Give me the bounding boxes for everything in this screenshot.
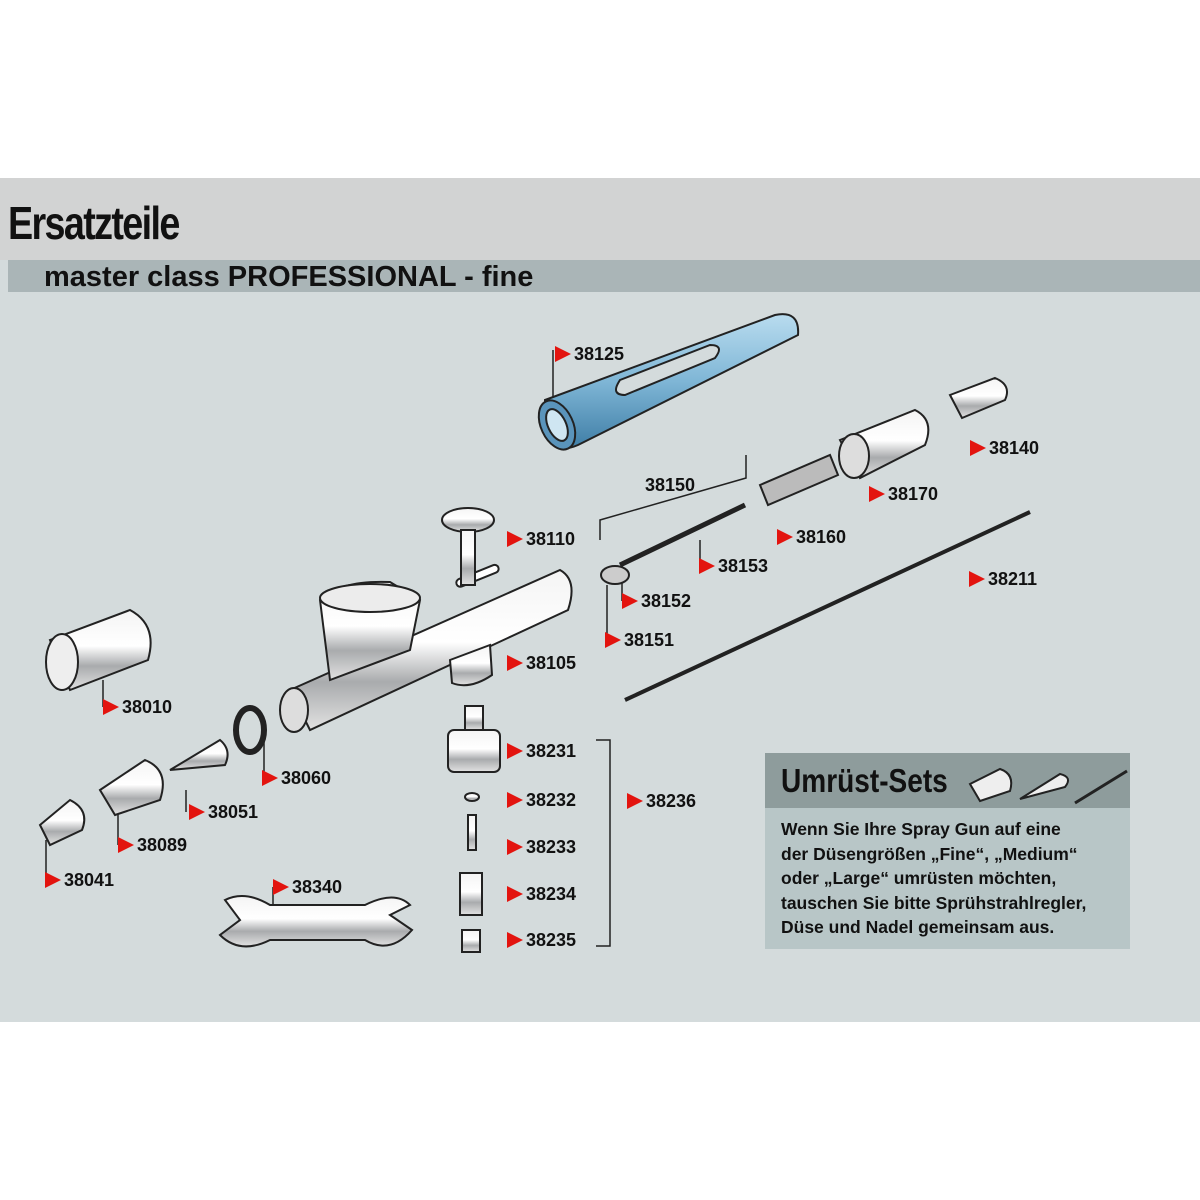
red-marker-icon: [507, 932, 523, 948]
part-label-38232: 38232: [507, 790, 576, 810]
red-marker-icon: [507, 839, 523, 855]
red-marker-icon: [627, 793, 643, 809]
part-label-38160: 38160: [777, 527, 846, 547]
nozzle-cap: [45, 608, 152, 692]
page-subtitle: master class PROFESSIONAL - fine: [44, 261, 534, 293]
airbrush-body: [279, 563, 573, 733]
part-number: 38340: [292, 876, 343, 897]
red-marker-icon: [622, 593, 638, 609]
part-label-38231: 38231: [507, 741, 576, 761]
red-marker-icon: [970, 440, 986, 456]
red-marker-icon: [507, 743, 523, 759]
red-marker-icon: [273, 879, 289, 895]
red-marker-icon: [507, 655, 523, 671]
part-number: 38110: [526, 528, 576, 549]
page-title: Ersatzteile: [8, 197, 180, 249]
part-number: 38170: [888, 483, 939, 504]
part-label-38235: 38235: [507, 930, 576, 950]
part-label-38051: 38051: [189, 802, 258, 822]
part-number: 38150: [645, 474, 696, 495]
subtitle-bar: [8, 260, 1200, 292]
part-number: 38160: [796, 526, 847, 547]
red-marker-icon: [969, 571, 985, 587]
red-marker-icon: [118, 837, 134, 853]
part-number: 38235: [526, 929, 577, 950]
text-line: Düse und Nadel gemeinsam aus.: [781, 917, 1055, 937]
part-label-38153: 38153: [699, 556, 768, 576]
part-label-38170: 38170: [869, 484, 938, 504]
text-line: oder „Large“ umrüsten möchten,: [781, 868, 1057, 888]
text-line: Wenn Sie Ihre Spray Gun auf eine: [781, 819, 1061, 839]
part-number: 38152: [641, 590, 692, 611]
part-label-38125: 38125: [555, 344, 624, 364]
header-band: [0, 178, 1200, 260]
part-label-38140: 38140: [970, 438, 1039, 458]
part-number: 38232: [526, 789, 577, 810]
part-number: 38153: [718, 555, 769, 576]
part-number: 38041: [64, 869, 115, 890]
red-marker-icon: [507, 792, 523, 808]
part-label-38152: 38152: [622, 591, 691, 611]
part-label-38236: 38236: [627, 791, 696, 811]
red-marker-icon: [45, 872, 61, 888]
part-number: 38151: [624, 629, 675, 650]
part-label-38233: 38233: [507, 837, 576, 857]
red-marker-icon: [262, 770, 278, 786]
red-marker-icon: [103, 699, 119, 715]
part-label-38234: 38234: [507, 884, 576, 904]
red-marker-icon: [555, 346, 571, 362]
part-label-38211: 38211: [969, 569, 1037, 589]
part-number: 38234: [526, 883, 577, 904]
part-number: 38060: [281, 767, 332, 788]
part-number: 38236: [646, 790, 697, 811]
handle-part: [537, 313, 800, 451]
part-number: 38089: [137, 834, 188, 855]
red-marker-icon: [189, 804, 205, 820]
part-number: 38231: [526, 740, 577, 761]
part-label-38151: 38151: [605, 630, 674, 650]
conversion-sets-text: Wenn Sie Ihre Spray Gun auf eine der Düs…: [781, 817, 1126, 940]
red-marker-icon: [507, 531, 523, 547]
red-marker-icon: [605, 632, 621, 648]
part-label-38060: 38060: [262, 768, 331, 788]
conversion-sets-box: Umrüst-Sets Wenn Sie Ihre Spray Gun auf …: [765, 753, 1130, 949]
trigger-part: [441, 507, 495, 586]
text-line: der Düsengrößen „Fine“, „Medium“: [781, 843, 1078, 864]
part-label-38089: 38089: [118, 835, 187, 855]
part-label-38110: 38110: [507, 529, 575, 549]
conversion-sets-header: [765, 753, 1130, 808]
part-number: 38211: [988, 568, 1038, 589]
red-marker-icon: [507, 886, 523, 902]
part-label-38340: 38340: [273, 877, 342, 897]
part-number: 38125: [574, 343, 625, 364]
part-number: 38051: [208, 801, 259, 822]
part-label-38150: 38150: [645, 475, 695, 495]
red-marker-icon: [699, 558, 715, 574]
part-label-38010: 38010: [103, 697, 172, 717]
part-number: 38140: [989, 437, 1040, 458]
part-number: 38233: [526, 836, 577, 857]
part-number: 38105: [526, 652, 577, 673]
nozzle-needle-icon: [968, 767, 1128, 805]
part-label-38105: 38105: [507, 653, 576, 673]
part-label-38041: 38041: [45, 870, 114, 890]
text-line: tauschen Sie bitte Sprühstrahlregler,: [781, 892, 1087, 913]
red-marker-icon: [869, 486, 885, 502]
conversion-sets-title: Umrüst-Sets: [781, 762, 948, 799]
red-marker-icon: [777, 529, 793, 545]
part-number: 38010: [122, 696, 173, 717]
